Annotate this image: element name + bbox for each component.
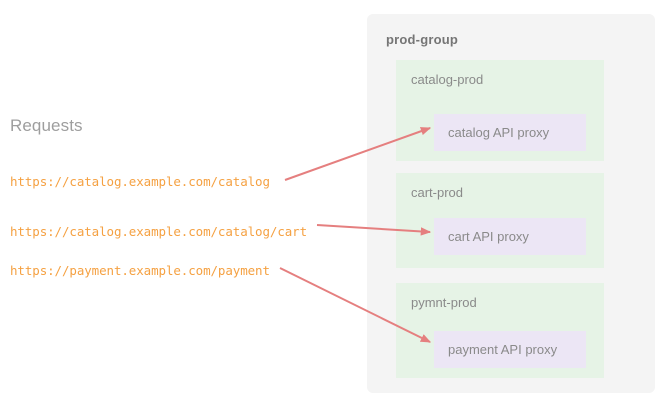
environment-box-catalog-prod: catalog-prod catalog API proxy: [396, 60, 604, 161]
proxy-label-catalog-api-proxy: catalog API proxy: [448, 125, 550, 140]
environment-label-cart-prod: cart-prod: [411, 185, 464, 200]
environment-label-catalog-prod: catalog-prod: [411, 72, 484, 87]
proxy-box-catalog-api-proxy: catalog API proxy: [434, 114, 586, 151]
environment-box-pymnt-prod: pymnt-prod payment API proxy: [396, 283, 604, 378]
request-url-catalog: https://catalog.example.com/catalog: [10, 174, 270, 189]
environment-label-pymnt-prod: pymnt-prod: [411, 295, 477, 310]
proxy-box-payment-api-proxy: payment API proxy: [434, 331, 586, 368]
environment-box-cart-prod: cart-prod cart API proxy: [396, 173, 604, 268]
request-url-payment: https://payment.example.com/payment: [10, 263, 270, 278]
proxy-box-cart-api-proxy: cart API proxy: [434, 218, 586, 255]
requests-heading: Requests: [10, 116, 83, 135]
request-url-catalog-cart: https://catalog.example.com/catalog/cart: [10, 224, 308, 239]
requests-section: Requests https://catalog.example.com/cat…: [10, 116, 308, 278]
proxy-label-cart-api-proxy: cart API proxy: [448, 229, 529, 244]
proxy-label-payment-api-proxy: payment API proxy: [448, 342, 558, 357]
prod-group-title: prod-group: [386, 32, 459, 47]
prod-group-panel: prod-group catalog-prod catalog API prox…: [367, 14, 655, 393]
